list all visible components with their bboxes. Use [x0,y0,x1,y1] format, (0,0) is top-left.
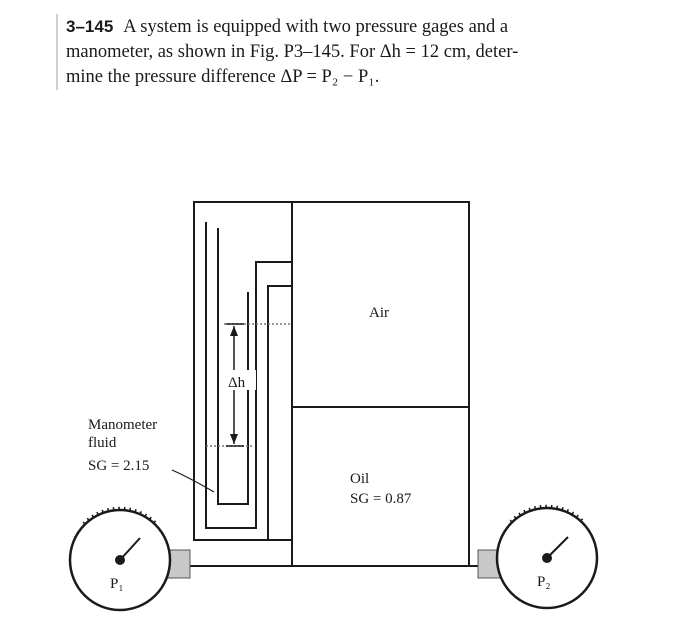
left-gage-fitting [167,549,191,579]
problem-line-2: manometer, as shown in Fig. P3–145. For … [66,42,519,62]
dh-arrow-up-icon [230,326,238,336]
problem-statement: 3–145 A system is equipped with two press… [56,14,666,90]
problem-number: 3–145 [66,17,114,36]
air-label: Air [369,305,389,321]
tank-outline [291,201,470,567]
problem-text-1: A system is equipped with two pressure g… [123,17,509,37]
manometer-leader-line [171,469,215,493]
gage-left-label: P₁ [110,576,124,592]
oil-label: Oil [350,471,369,487]
dh-label: Δh [228,375,246,391]
manometer-right-leg [267,285,292,540]
dh-arrow-down-icon [230,434,238,444]
u-tube-outer-wall [193,201,292,541]
oil-sg-label: SG = 0.87 [350,491,412,507]
problem-line-1: 3–145 A system is equipped with two press… [66,14,666,40]
u-tube-inner-wall [205,222,292,529]
problem-line-3: mine the pressure difference ΔP = P₂ − P… [66,67,380,87]
right-pressure-gage-icon: P₂ [495,504,599,610]
gage-right-label: P₂ [537,574,551,590]
manometer-label-line1: Manometer [88,417,157,433]
manometer-sg-label: SG = 2.15 [88,458,149,474]
manometer-left-leg [217,228,249,505]
left-pressure-gage-icon: P₁ [68,506,172,612]
manometer-label-line2: fluid [88,435,117,451]
